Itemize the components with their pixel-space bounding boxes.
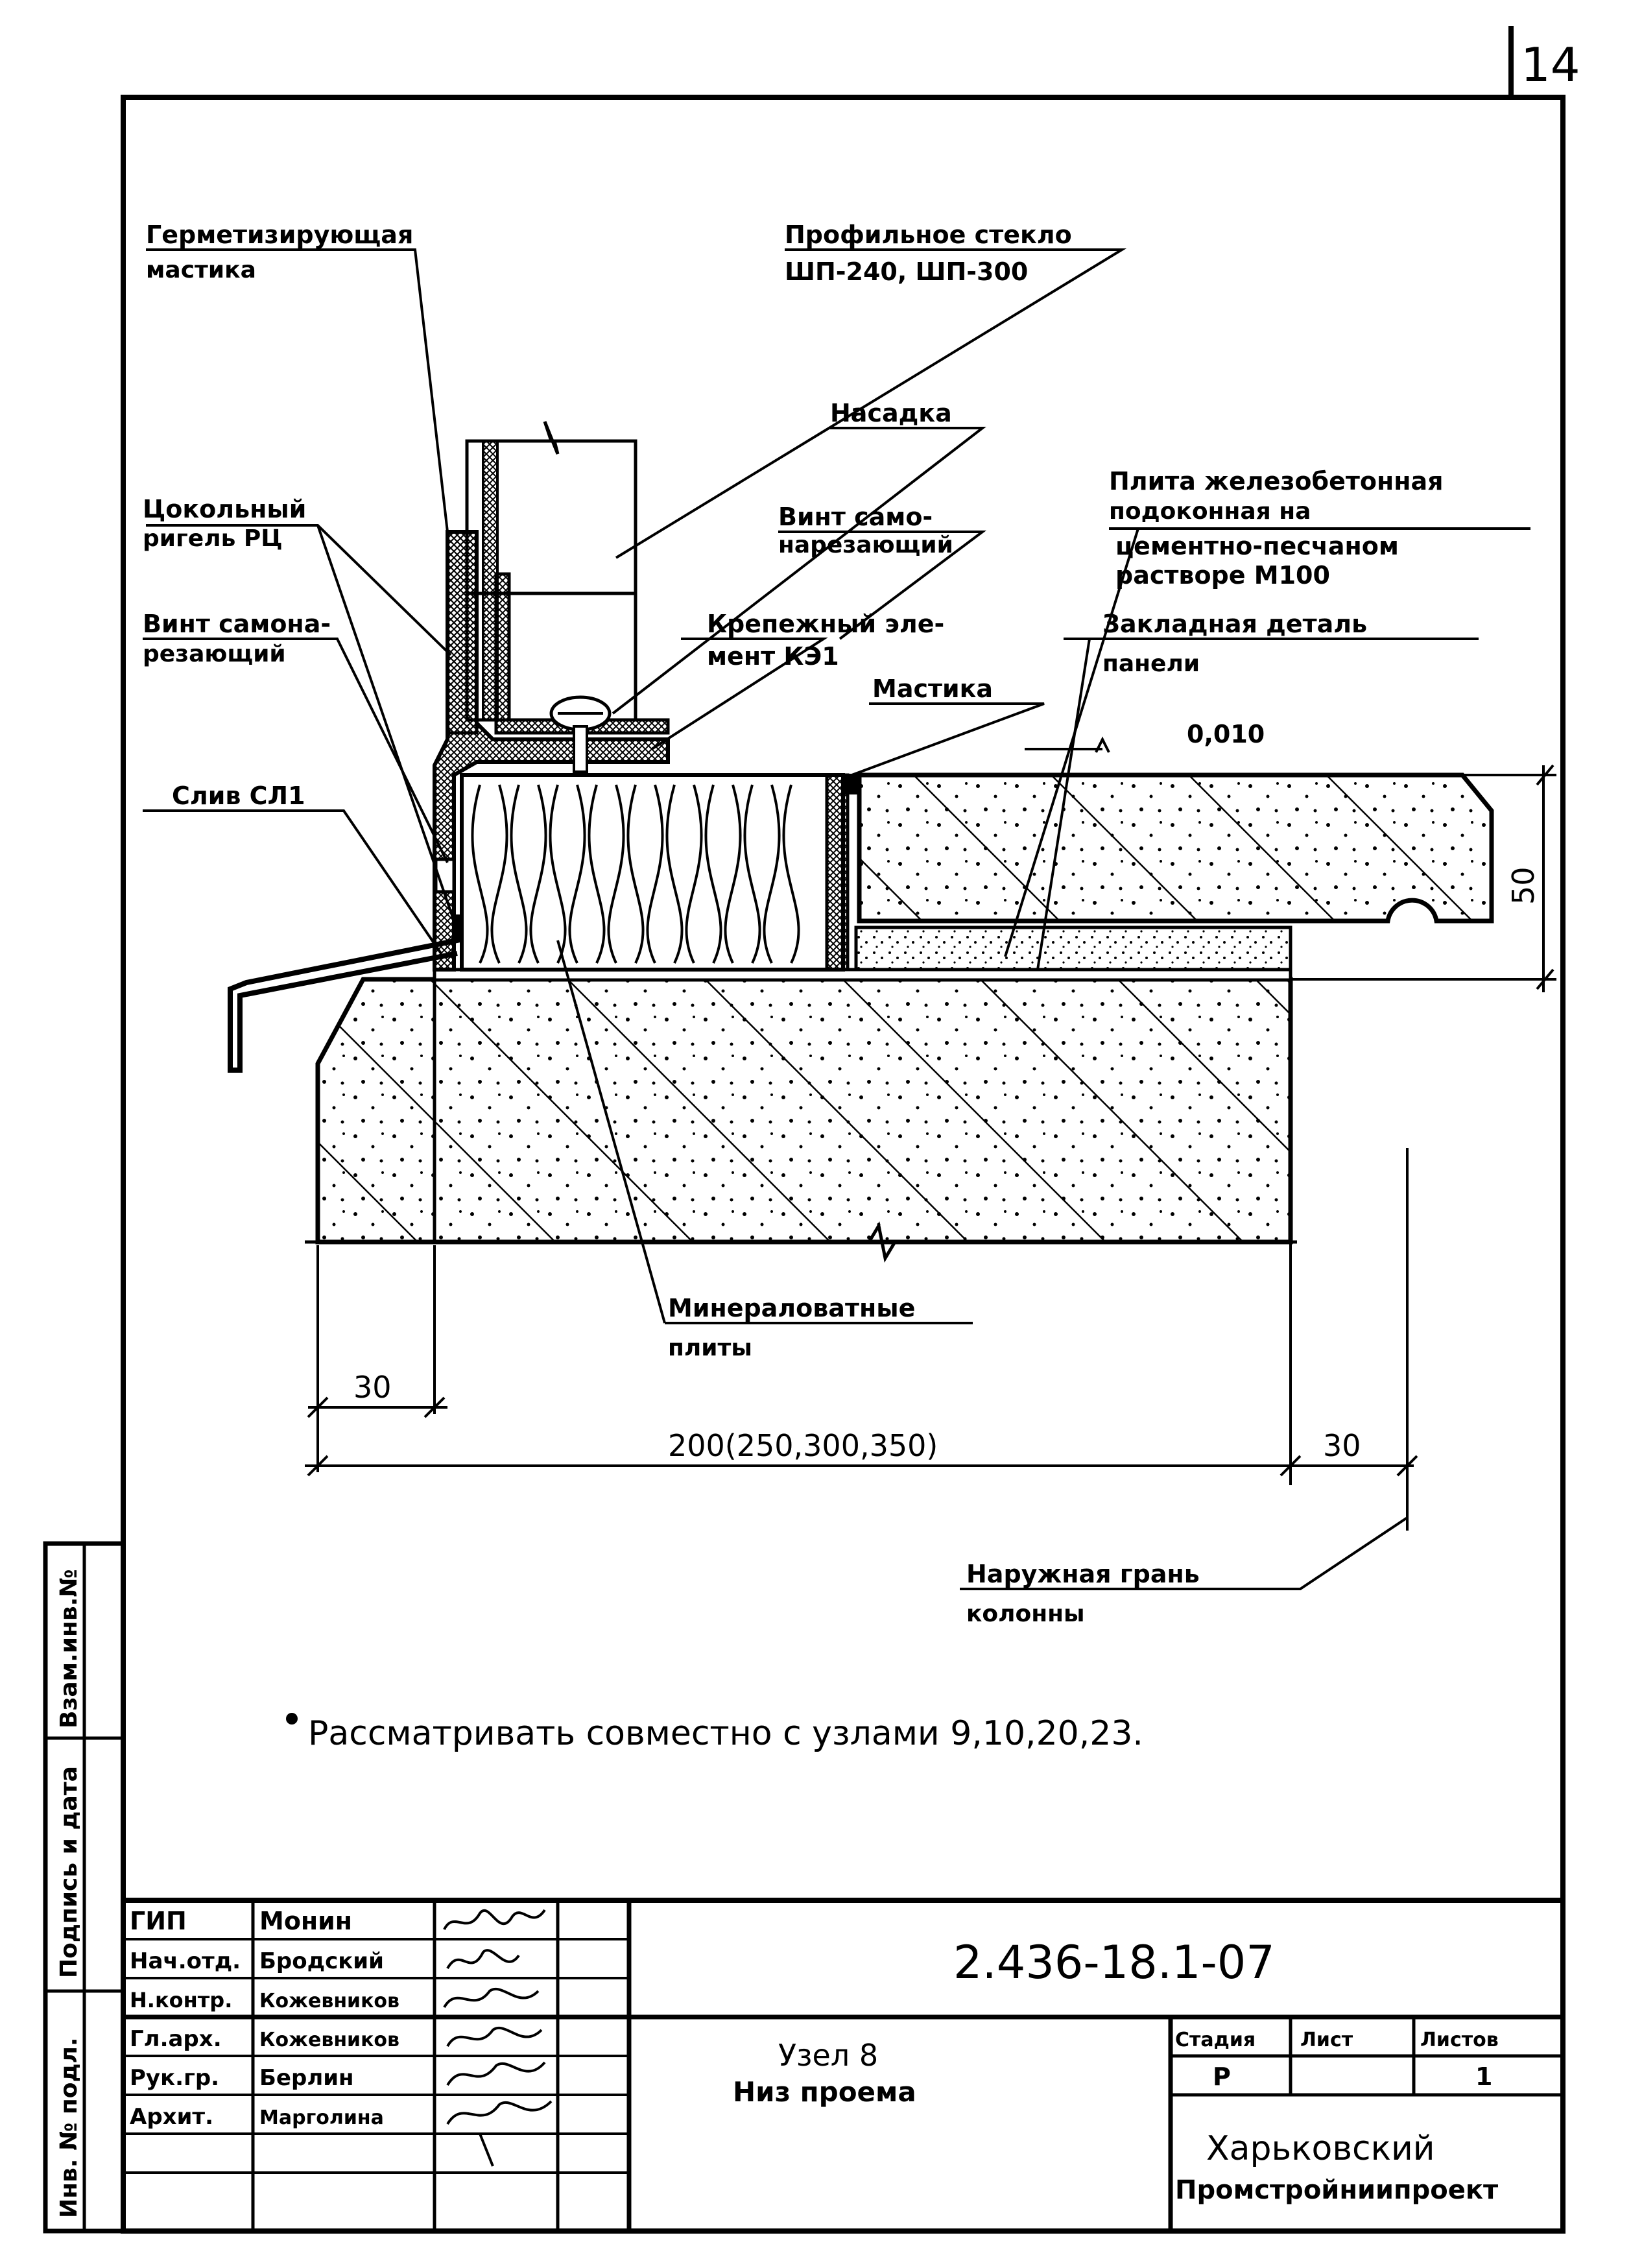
tb-col-stage: Стадия	[1175, 2029, 1256, 2051]
profile-glass	[465, 421, 637, 722]
tb-name-0: Монин	[259, 1907, 352, 1935]
label-nozzle: Насадка	[830, 399, 952, 427]
side-stamp-inv: Инв. № подл.	[56, 2037, 82, 2218]
title-block	[121, 1898, 1566, 2234]
label-screw-left-1: Винт самона-	[143, 610, 331, 638]
plinth-beam	[433, 530, 670, 972]
windowsill-slab	[857, 772, 1494, 924]
dim-slab-height: 50	[1506, 866, 1541, 905]
dimension-lines	[305, 736, 1556, 1531]
tb-role-5: Архит.	[130, 2104, 213, 2130]
tb-org-2: Промстройниипроект	[1175, 2175, 1499, 2205]
label-screw-top-2: нарезающий	[778, 532, 953, 558]
leader-lines	[143, 248, 1530, 1590]
concrete-column	[315, 977, 1293, 1245]
tb-org-1: Харьковский	[1206, 2129, 1435, 2168]
break-mark-bottom	[305, 1221, 1297, 1263]
tb-role-0: ГИП	[130, 1907, 187, 1935]
label-level-mark: 0,010	[1187, 720, 1265, 748]
label-fastening-2: мент КЭ1	[707, 642, 839, 671]
label-mineral-1: Минераловатные	[668, 1294, 915, 1322]
label-fastening-1: Крепежный эле-	[707, 610, 944, 638]
side-stamp: Инв. № подл. Подпись и дата Взам.инв.№	[43, 1541, 126, 2234]
label-embedded-2: панели	[1102, 651, 1200, 677]
tb-col-sheet: Лист	[1300, 2029, 1353, 2051]
label-slab-4: растворе М100	[1115, 561, 1330, 590]
label-mineral-2: плиты	[668, 1335, 752, 1361]
label-mastic: Мастика	[872, 674, 993, 703]
tb-code: 2.436-18.1-07	[953, 1936, 1275, 1989]
tb-role-3: Гл.арх.	[130, 2026, 222, 2052]
tb-name-3: Кожевников	[259, 2029, 399, 2051]
label-slab-3: цементно-песчаном	[1115, 532, 1399, 560]
dim-left-offset: 30	[353, 1370, 392, 1405]
drip-flashing	[228, 914, 460, 1073]
label-outer-face-2: колонны	[966, 1601, 1085, 1627]
tb-title-1: Узел 8	[778, 2038, 878, 2073]
tb-role-2: Н.контр.	[130, 1988, 232, 2012]
tb-role-4: Рук.гр.	[130, 2065, 219, 2091]
label-screw-top-1: Винт само-	[778, 503, 933, 531]
label-glass-1: Профильное стекло	[785, 221, 1072, 249]
tb-stage: Р	[1213, 2062, 1231, 2091]
side-stamp-replace: Взам.инв.№	[56, 1569, 82, 1728]
tb-role-1: Нач.отд.	[130, 1948, 241, 1974]
label-embedded-1: Закладная деталь	[1102, 610, 1367, 638]
dim-width: 200(250,300,350)	[668, 1428, 938, 1463]
tb-name-1: Бродский	[259, 1948, 384, 1974]
signatures	[443, 1909, 553, 2167]
label-slab-1: Плита железобетонная	[1109, 467, 1444, 495]
embedded-plate	[433, 968, 1292, 982]
sheet-number: 14	[1521, 38, 1580, 92]
note-text: Рассматривать совместно с узлами 9,10,20…	[308, 1714, 1143, 1753]
dim-right-offset: 30	[1323, 1428, 1361, 1463]
label-sealant-1: Герметизирующая	[146, 221, 413, 249]
steel-channel-right	[825, 773, 850, 972]
screw-top	[549, 695, 612, 773]
label-glass-2: ШП-240, ШП-300	[785, 257, 1028, 286]
tb-title-2: Низ проема	[733, 2076, 916, 2108]
note-bullet	[286, 1713, 298, 1725]
tb-sheets: 1	[1475, 2062, 1492, 2091]
mineral-wool	[460, 773, 845, 972]
side-stamp-sign: Подпись и дата	[56, 1766, 82, 1978]
label-screw-left-2: резающий	[143, 641, 286, 667]
mastic-fill	[843, 775, 859, 794]
tb-name-4: Берлин	[259, 2065, 354, 2091]
tb-name-5: Марголина	[259, 2107, 384, 2129]
label-plinth-1: Цокольный	[143, 495, 306, 523]
label-outer-face-1: Наружная грань	[966, 1560, 1200, 1588]
label-sealant-2: мастика	[146, 257, 256, 283]
label-plinth-2: ригель РЦ	[143, 525, 283, 552]
tb-col-sheets: Листов	[1420, 2029, 1499, 2051]
tb-name-2: Кожевников	[259, 1990, 399, 2012]
label-drip: Слив СЛ1	[172, 782, 305, 810]
label-slab-2: подоконная на	[1109, 498, 1311, 525]
